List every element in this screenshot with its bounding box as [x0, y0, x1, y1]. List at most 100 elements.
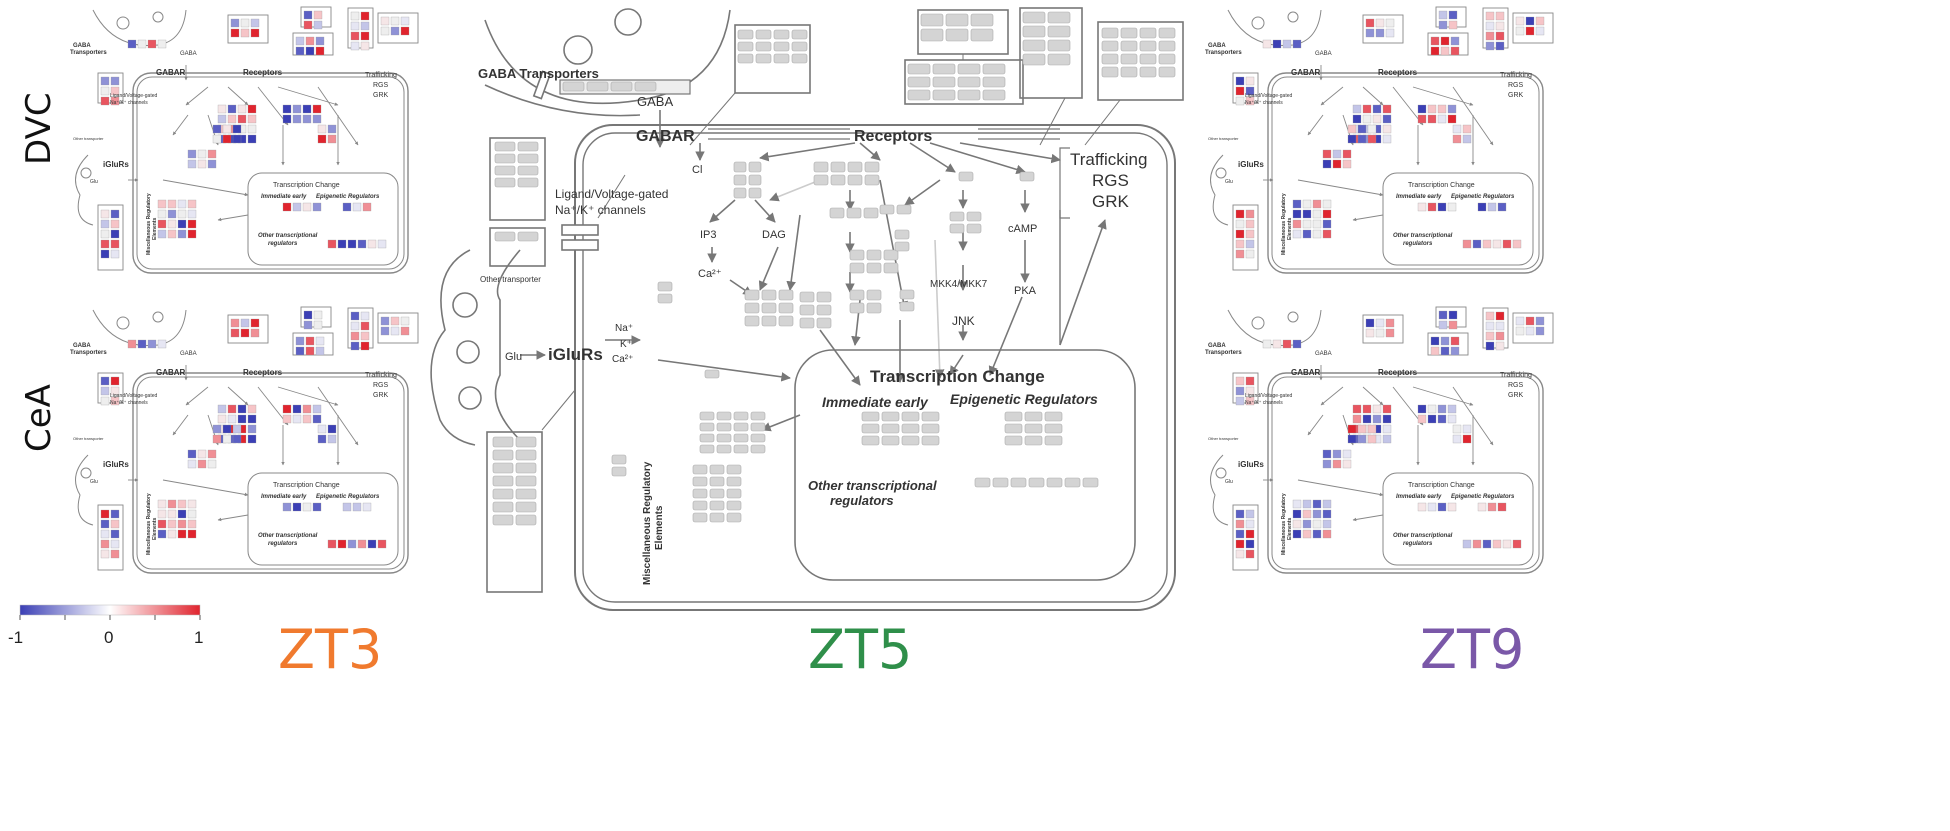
heatmap-cell [187, 149, 197, 159]
gene-block [733, 444, 749, 454]
heatmap-cell [212, 134, 222, 144]
gene-block [733, 174, 747, 186]
heatmap-cell [1322, 459, 1332, 469]
gene-block [791, 53, 808, 64]
gene-block [1024, 411, 1043, 422]
gene-block [737, 53, 754, 64]
heatmap-cell [1235, 76, 1245, 86]
gene-block [755, 41, 772, 52]
gene-block [1120, 27, 1138, 39]
mini-ligand-label: Ligand/Voltage-gated [110, 393, 157, 399]
heatmap-cell [305, 346, 315, 356]
gene-block [881, 411, 900, 422]
gene-block [970, 28, 994, 42]
heatmap-cell [1438, 20, 1448, 30]
heatmap-cell [177, 229, 187, 239]
heatmap-cell [1497, 202, 1507, 212]
heatmap-cell [350, 31, 360, 41]
heatmap-cell [1245, 396, 1255, 406]
heatmap-cell [390, 316, 400, 326]
trafficking-label: Trafficking [1070, 150, 1147, 169]
heatmap-cell [1437, 104, 1447, 114]
heatmap-cell [237, 104, 247, 114]
heatmap-cell [167, 509, 177, 519]
heatmap-cell [1417, 414, 1427, 424]
colorbar-mid-label: 0 [104, 628, 113, 647]
heatmap-cell [1245, 86, 1255, 96]
gene-block [726, 512, 742, 523]
gene-block [849, 249, 865, 261]
heatmap-cell [1440, 346, 1450, 356]
gene-block [866, 302, 882, 314]
heatmap-cell [1367, 134, 1377, 144]
heatmap-cell [1292, 499, 1302, 509]
heatmap-cell [352, 202, 362, 212]
heatmap-cell [1292, 199, 1302, 209]
heatmap-cell [110, 249, 120, 259]
gene-block [494, 231, 516, 242]
mini-other-transcriptional-label: Other transcriptional [258, 233, 318, 239]
heatmap-cell [167, 499, 177, 509]
gene-block [750, 422, 766, 432]
gene-block [1158, 40, 1176, 52]
heatmap-cell [1245, 96, 1255, 106]
heatmap-cell [232, 124, 242, 134]
mini-trafficking-label: Trafficking [1500, 372, 1532, 379]
heatmap-cell [157, 339, 167, 349]
heatmap-cell [1332, 159, 1342, 169]
glu-label: Glu [505, 351, 522, 363]
epigenetic-label: Epigenetic Regulators [950, 391, 1098, 407]
heatmap-cell [222, 424, 232, 434]
heatmap-cell [240, 28, 250, 38]
heatmap-cell [1245, 539, 1255, 549]
gene-block [813, 161, 829, 173]
gene-block [1139, 66, 1157, 78]
heatmap-cell [1292, 229, 1302, 239]
mini-grk-label: GRK [1508, 92, 1524, 99]
heatmap-cell [177, 519, 187, 529]
heatmap-cell [1235, 519, 1245, 529]
heatmap-cell [1352, 114, 1362, 124]
heatmap-cell [1322, 449, 1332, 459]
heatmap-cell [360, 321, 370, 331]
heatmap-cell [360, 341, 370, 351]
heatmap-cell [187, 499, 197, 509]
mini-gabar-label: GABAR [1291, 68, 1321, 77]
gene-block [494, 141, 516, 152]
gene-block [883, 249, 899, 261]
gene-block [750, 433, 766, 443]
mini-other-transcriptional-label: Other transcriptional [258, 533, 318, 539]
heatmap-cell [1342, 159, 1352, 169]
main-labels: GABA Transporters GABA GABAR Receptors C… [478, 66, 1147, 585]
heatmap-cell [1482, 239, 1492, 249]
heatmap-cell [390, 26, 400, 36]
gene-block [709, 512, 725, 523]
heatmap-cell [1235, 249, 1245, 259]
gene-block [864, 161, 880, 173]
heatmap-cell [1482, 539, 1492, 549]
heatmap-cell [157, 519, 167, 529]
heatmap-cell [100, 549, 110, 559]
heatmap-cell [1375, 18, 1385, 28]
heatmap-cell [313, 10, 323, 20]
mini-misc-label: Miscellaneous Regulatory [146, 493, 152, 555]
heatmap-cell [157, 219, 167, 229]
heatmap-cell [295, 46, 305, 56]
heatmap-cell [1245, 549, 1255, 559]
gene-block [1004, 435, 1023, 446]
gene-block [974, 477, 991, 488]
heatmap-cell [110, 209, 120, 219]
gene-block [866, 249, 882, 261]
heatmap-cell [1485, 41, 1495, 51]
heatmap-cell [157, 529, 167, 539]
heatmap-cell [247, 414, 257, 424]
heatmap-cell [250, 28, 260, 38]
mini-receptors-label: Receptors [1378, 68, 1418, 77]
mini-receptors-label: Receptors [243, 368, 283, 377]
heatmap-cell [1332, 149, 1342, 159]
mini-misc-label: Miscellaneous Regulatory [1281, 193, 1287, 255]
mini-regulators-label: regulators [268, 541, 298, 547]
heatmap-cell [167, 529, 177, 539]
gene-block [761, 315, 777, 327]
